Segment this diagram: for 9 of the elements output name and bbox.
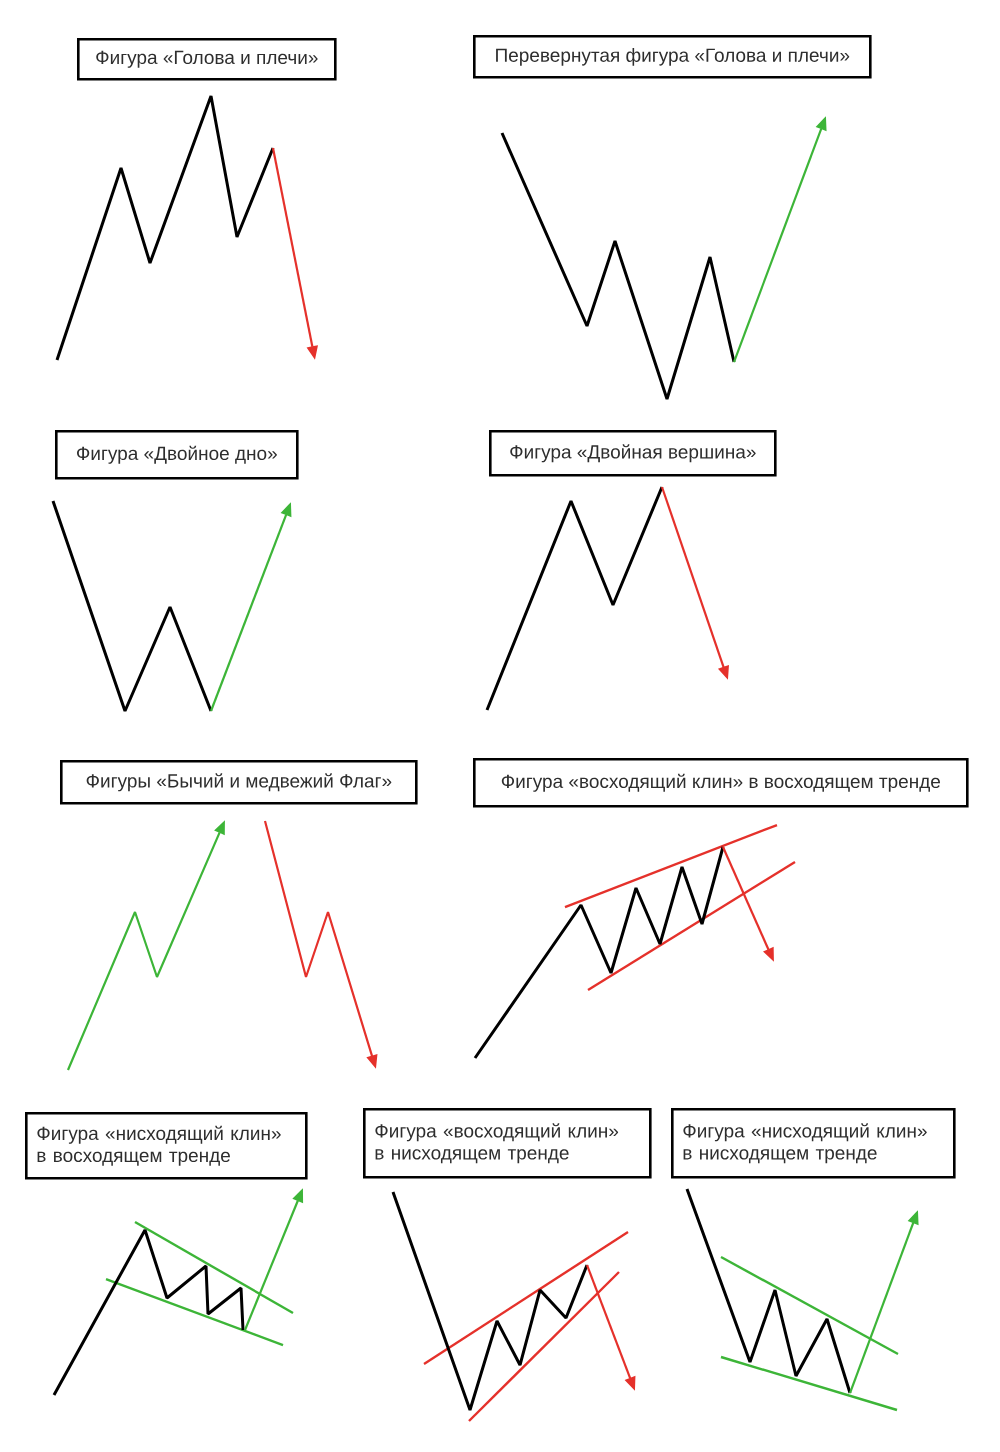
pattern-title-box: Фигура «восходящий клин» в нисходящем тренде	[363, 1108, 652, 1179]
pattern-title-box: Фигура «Двойная вершина»	[489, 430, 777, 477]
pattern-title-box: Фигура «нисходящий клин» в восходящем тренде	[25, 1112, 308, 1180]
pattern-title-box: Фигура «Голова и плечи»	[77, 38, 337, 81]
pattern-title-box: Фигура «восходящий клин» в восходящем тренде	[473, 758, 969, 808]
pattern-title-box: Фигуры «Бычий и медвежий Флаг»	[60, 760, 418, 805]
pattern-title-box: Фигура «Двойное дно»	[55, 430, 299, 480]
pattern-title-box: Фигура «нисходящий клин» в нисходящем тренде	[671, 1108, 956, 1179]
pattern-title-box: Перевернутая фигура «Голова и плечи»	[473, 35, 872, 79]
